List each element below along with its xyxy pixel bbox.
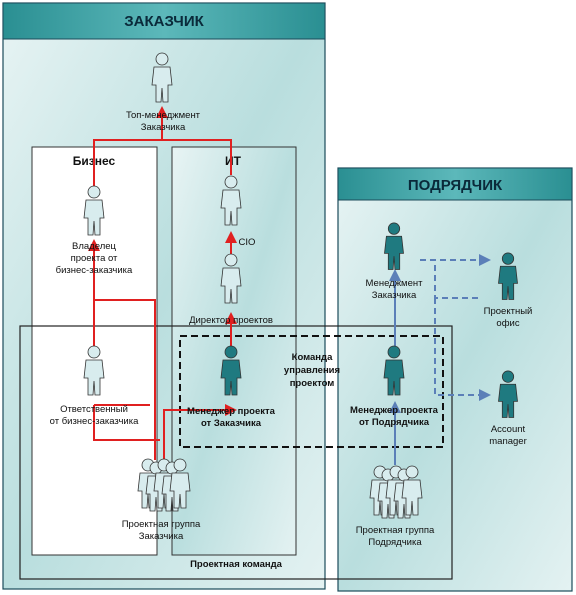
mgmt-team-line1: Команда [292, 352, 333, 363]
team-contractor-label-1: Проектная группа [356, 525, 435, 536]
account-label-1: Account [491, 424, 526, 435]
top-mgmt-label-1: Топ-менеджмент [126, 110, 201, 121]
customer-title: ЗАКАЗЧИК [124, 13, 204, 30]
mgmt-team-line3: проектом [290, 378, 335, 389]
owner-figure [83, 185, 105, 236]
project-office-figure [498, 252, 518, 300]
blue-arrows [389, 254, 491, 465]
pm-contractor-figure [383, 345, 405, 396]
it-title: ИТ [225, 154, 242, 168]
team-contractor-label-2: Подрядчика [368, 537, 422, 548]
pm-customer-label-1: Менеджер проекта [187, 406, 276, 417]
team-customer-label-2: Заказчика [139, 531, 184, 542]
pm-customer-label-2: от Заказчика [201, 418, 262, 429]
mgmt-team-line2: управления [284, 365, 340, 376]
owner-label-2: проекта от [71, 253, 118, 264]
red-arrows [88, 106, 237, 460]
office-label-2: офис [496, 318, 519, 329]
mgmt-contractor-label-2: Заказчика [372, 290, 417, 301]
responsible-label-2: от бизнес-заказчика [50, 416, 139, 427]
responsible-figure [83, 345, 105, 396]
team-contractor-member [401, 465, 423, 516]
pm-customer-figure [220, 345, 242, 396]
project-team-label: Проектная команда [190, 559, 283, 570]
mgmt-contractor-figure [384, 222, 404, 270]
labels: Топ-менеджмент Заказчика Владелец проект… [50, 110, 533, 548]
pm-contractor-label-1: Менеджер проекта [350, 405, 439, 416]
account-label-2: manager [489, 436, 527, 447]
mgmt-contractor-label-1: Менеджмент [366, 278, 424, 289]
top-mgmt-figure [151, 52, 173, 103]
team-customer-label-1: Проектная группа [122, 519, 201, 530]
office-label-1: Проектный [484, 306, 533, 317]
director-figure [220, 253, 242, 304]
pm-contractor-label-2: от Подрядчика [359, 417, 430, 428]
cio-figure [220, 175, 242, 226]
contractor-zone: ПОДРЯДЧИК [337, 167, 573, 592]
project-team-box: Проектная команда [19, 325, 453, 580]
responsible-label-1: Ответственный [60, 404, 128, 415]
top-mgmt-label-2: Заказчика [141, 122, 186, 133]
team-customer-member [169, 458, 191, 509]
director-label: Директор проектов [189, 315, 273, 326]
contractor-title: ПОДРЯДЧИК [408, 177, 503, 194]
figures-layer [83, 52, 518, 519]
mgmt-team-box: Команда управления проектом [179, 335, 444, 448]
account-manager-figure [498, 370, 518, 418]
owner-label-3: бизнес-заказчика [56, 265, 133, 276]
cio-label: CIO [239, 237, 256, 248]
owner-label-1: Владелец [72, 241, 117, 252]
